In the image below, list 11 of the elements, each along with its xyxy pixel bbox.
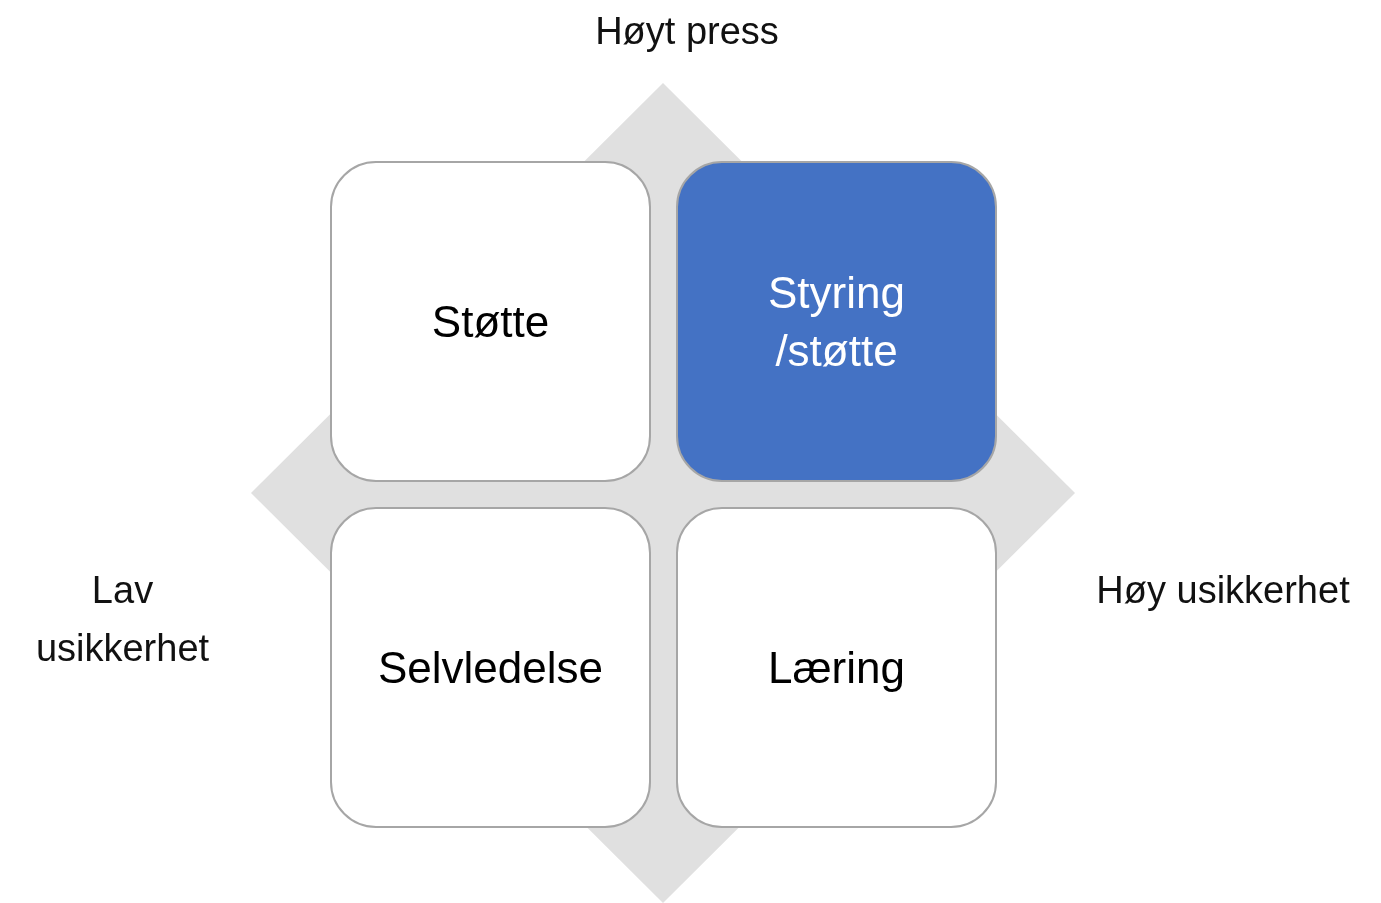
quadrant-box bbox=[330, 161, 651, 482]
quadrant-label: Støtte bbox=[431, 295, 550, 348]
quadrant-label: Selvledelse bbox=[378, 641, 603, 694]
quadrant-label: Styring /støtte bbox=[767, 266, 906, 377]
quadrant-box bbox=[676, 161, 997, 482]
quadrant-box bbox=[676, 507, 997, 828]
left-axis-label: Lav usikkerhet bbox=[34, 568, 211, 671]
right-axis-label: Høy usikkerhet bbox=[1095, 568, 1351, 613]
quadrant-label: Læring bbox=[768, 641, 905, 694]
top-axis-label: Høyt press bbox=[594, 9, 780, 54]
quadrant-box bbox=[330, 507, 651, 828]
